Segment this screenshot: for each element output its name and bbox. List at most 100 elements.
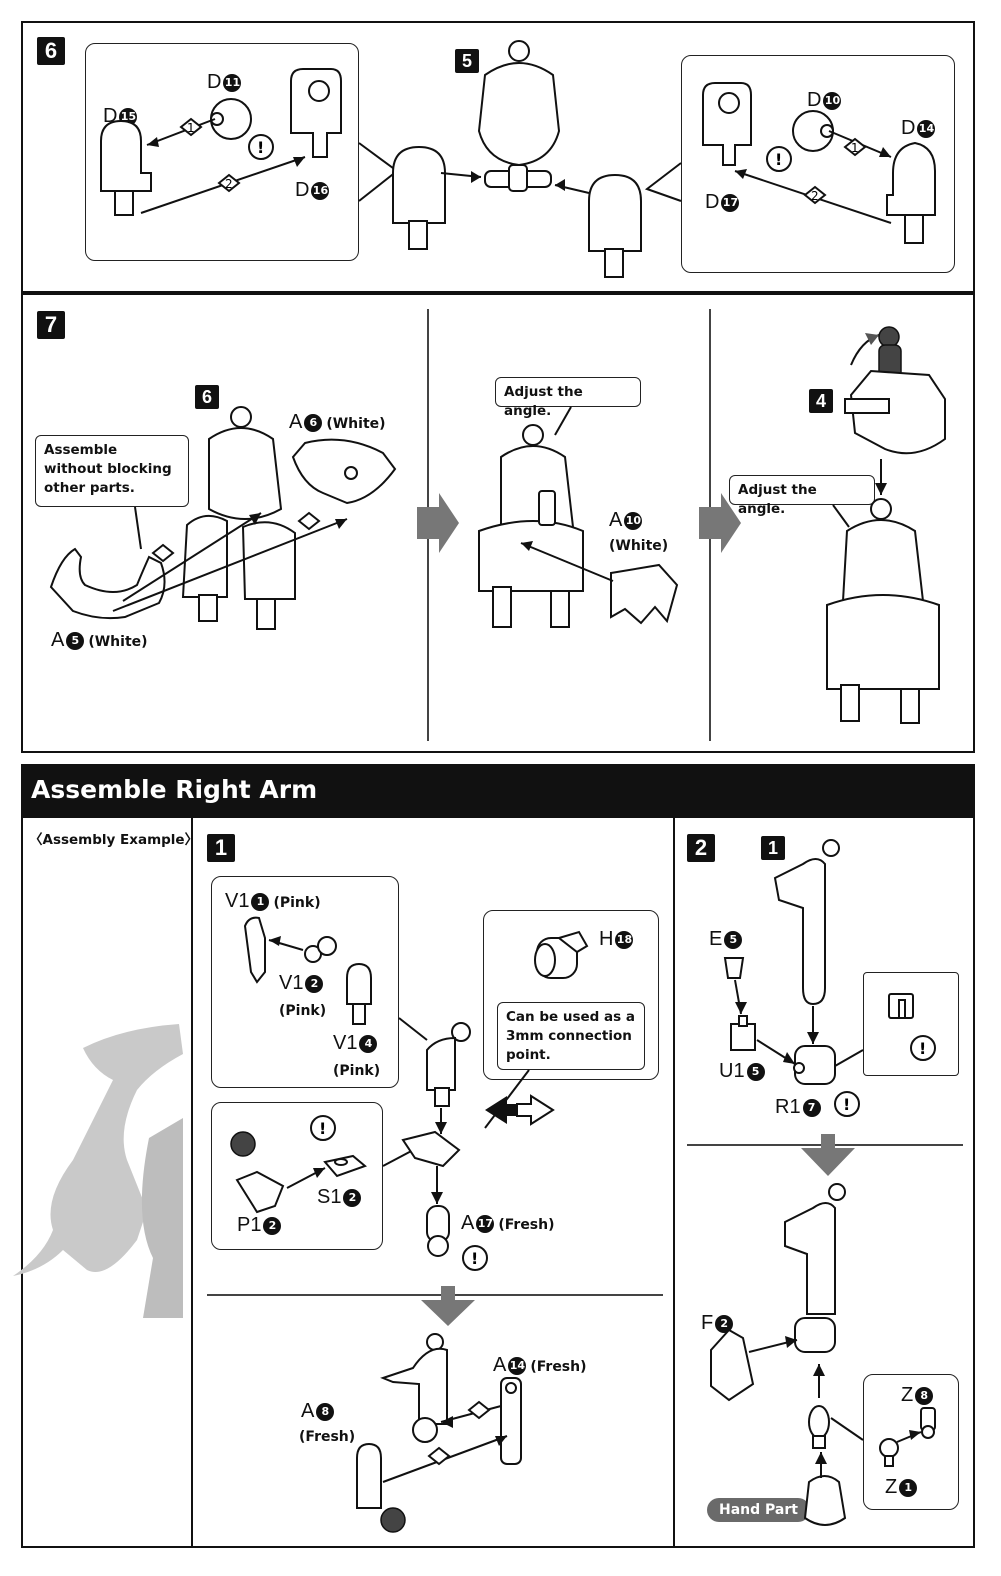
part-d15-leg — [100, 119, 152, 216]
arm-step-1-down-arrow — [421, 1286, 475, 1326]
next-step-arrow-2 — [699, 493, 741, 553]
arrow-2-a6 — [112, 518, 348, 612]
leg-part-right — [588, 173, 642, 278]
svg-text:!: ! — [919, 1039, 926, 1058]
arm-step-1-divider — [207, 1294, 663, 1296]
callout-tail-right — [644, 162, 682, 202]
right-arm-illustration: ! ! — [230, 839, 936, 1533]
arm-upper-assembly — [426, 1022, 471, 1107]
torso-part-5 — [477, 40, 561, 192]
arm-assembly-final — [784, 1183, 846, 1353]
torso-assembly-2 — [478, 424, 584, 628]
p1-s1-parts-box — [211, 1102, 383, 1250]
arrow-1-left — [146, 118, 216, 146]
example-divider — [191, 818, 193, 1548]
step-7-illustration — [49, 326, 946, 724]
caution-icon — [310, 1115, 336, 1141]
callout-assemble-without-blocking: Assemble without blocking other parts. — [35, 435, 189, 507]
arrow-a10 — [520, 542, 614, 582]
part-z1 — [879, 1438, 899, 1467]
swap-arrow-left — [485, 1096, 521, 1124]
step-num-2-left — [217, 173, 241, 193]
caution-icon — [462, 1245, 488, 1271]
part-hand — [803, 1475, 847, 1526]
label-v1-2-color: (Pink) — [279, 1003, 327, 1019]
arm-assembly-step-2 — [773, 839, 840, 1006]
step-7-badge: 7 — [37, 311, 65, 339]
part-v1-1 — [243, 916, 266, 984]
part-v1-4 — [346, 962, 372, 1025]
assembly-example-image — [13, 1024, 183, 1318]
callout-tail-assemble — [134, 506, 142, 550]
part-a8-fresh — [356, 1442, 382, 1509]
label-v1-4-color: (Pink) — [333, 1063, 381, 1079]
step-7-panel: 7 6 4 Assemble without blocking other pa… — [21, 293, 975, 753]
step-6-illustration: 1 2 ! — [100, 40, 936, 278]
step-two-text-left: 2 — [225, 177, 233, 191]
step-num-1-left — [179, 117, 203, 137]
step-6-badge: 6 — [37, 37, 65, 65]
callout-tail-z — [830, 1417, 864, 1441]
part-a14-fresh — [500, 1377, 522, 1465]
section-title-assemble-right-arm: Assemble Right Arm — [21, 764, 975, 816]
step-one-text-right: 1 — [851, 141, 859, 155]
svg-text:!: ! — [471, 1249, 478, 1268]
step-num-2 — [297, 511, 321, 531]
part-z8 — [920, 1407, 936, 1439]
part-h18 — [534, 930, 589, 979]
part-d11-joint — [210, 98, 252, 140]
part-a17-fresh — [426, 1205, 450, 1257]
arm-shoulder-part — [401, 1130, 461, 1168]
step-divider — [673, 818, 675, 1548]
label-a10-color: (White) — [609, 538, 669, 554]
part-a6-white — [291, 438, 397, 505]
step-6-sub-badge-5: 5 — [455, 49, 479, 73]
svg-text:!: ! — [257, 138, 264, 157]
callout-adjust-angle-1: Adjust the angle. — [495, 377, 641, 419]
part-hand-joint — [808, 1405, 830, 1449]
u1-detail-icon — [888, 993, 914, 1019]
part-d14-leg — [886, 141, 936, 244]
callout-tail-h18 — [484, 1069, 530, 1129]
torso-assembly-1 — [181, 406, 296, 630]
arm-step-2-badge: 2 — [687, 834, 715, 862]
head-assembly-4 — [844, 326, 946, 455]
step-num-2 — [427, 1446, 451, 1466]
step-num-1 — [467, 1400, 491, 1420]
callout-tail-v1 — [398, 1017, 428, 1041]
part-v1-2-ball — [304, 936, 337, 963]
part-a5-white — [49, 547, 166, 620]
arm-lower-assembly — [380, 1333, 448, 1443]
assembly-example-label: 〈Assembly Example〉 — [29, 832, 199, 848]
part-d10-joint — [792, 110, 834, 152]
arm-step-1-badge: 1 — [207, 834, 235, 862]
caution-icon — [248, 134, 274, 160]
caution-dark-icon — [380, 1507, 406, 1533]
step-two-text-right: 2 — [811, 189, 819, 203]
arm-step-2-down-arrow — [801, 1134, 855, 1176]
part-d17-plate — [702, 82, 752, 166]
part-a10-white — [610, 563, 679, 625]
caution-icon — [910, 1035, 936, 1061]
svg-text:!: ! — [319, 1119, 326, 1138]
callout-tail-left — [358, 142, 399, 202]
part-e5 — [723, 957, 745, 979]
callout-tail-adjust-1 — [554, 406, 572, 436]
torso-assembly-3 — [826, 498, 940, 724]
step-one-text-left: 1 — [187, 121, 195, 135]
step-num-2-right — [803, 185, 827, 205]
